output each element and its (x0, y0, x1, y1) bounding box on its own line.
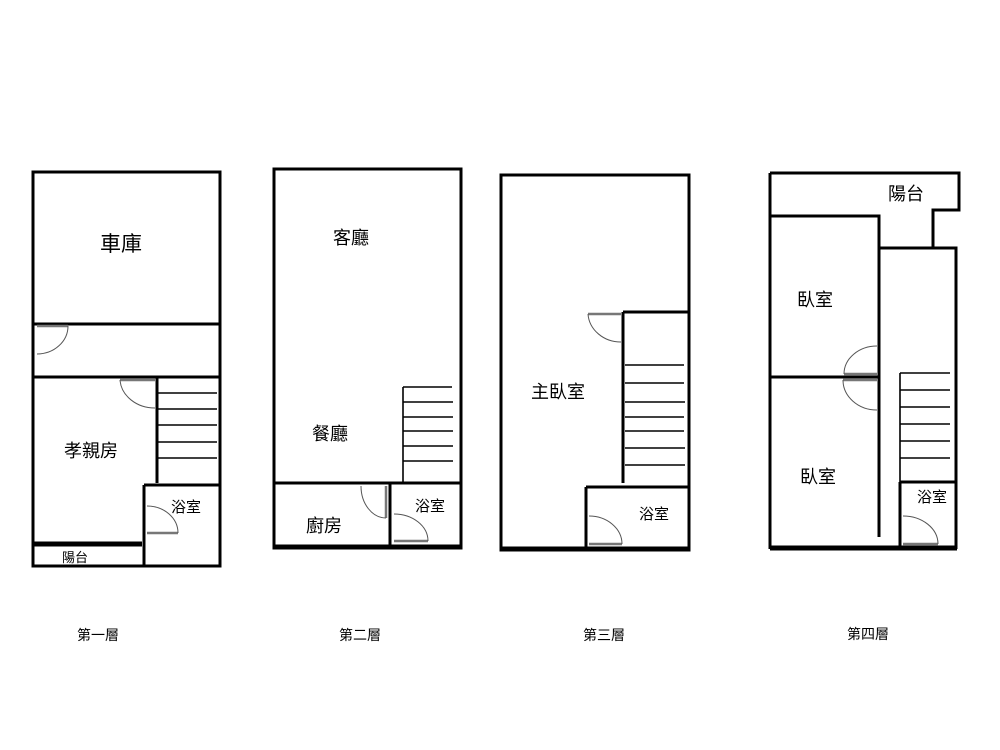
floor-label: 第四層 (847, 626, 889, 643)
room-label-bath: 浴室 (171, 498, 201, 516)
floor-2-plan: 客廳 餐廳 廚房 浴室 第二層 (272, 167, 463, 644)
floor-1-plan: 車庫 孝親房 浴室 陽台 第一層 (31, 170, 222, 644)
room-label-garage: 車庫 (100, 232, 142, 256)
door-icon (393, 513, 429, 543)
stairs (403, 386, 453, 462)
floor-4-plan: 陽台 臥室 臥室 浴室 第四層 (768, 171, 961, 643)
room-label-bedroom-2: 臥室 (800, 467, 836, 488)
floor-label: 第一層 (77, 627, 119, 644)
room-label-elder-room: 孝親房 (64, 441, 118, 462)
room-label-bath: 浴室 (917, 488, 947, 506)
room-label-bath: 浴室 (415, 497, 445, 515)
door-icon (843, 345, 878, 376)
door-icon (587, 312, 622, 343)
stairs (625, 364, 685, 466)
door-icon (842, 378, 878, 411)
room-label-living: 客廳 (333, 228, 369, 249)
stairs (899, 372, 950, 482)
door-icon (146, 505, 179, 535)
door-icon (902, 515, 939, 546)
floor-3-plan: 主臥室 浴室 第三層 (499, 173, 691, 644)
room-label-master: 主臥室 (531, 382, 585, 403)
floor-label: 第三層 (583, 627, 625, 644)
room-label-dining: 餐廳 (312, 424, 348, 445)
door-icon (360, 485, 388, 519)
room-label-bath: 浴室 (639, 505, 669, 523)
room-label-balcony: 陽台 (888, 184, 924, 205)
room-label-bedroom-1: 臥室 (797, 290, 833, 311)
door-icon (588, 515, 623, 546)
door-icon (119, 378, 156, 409)
stairs (158, 392, 217, 459)
floor-label: 第二層 (339, 627, 381, 644)
room-label-balcony: 陽台 (62, 551, 88, 566)
door-icon (36, 324, 69, 355)
room-label-kitchen: 廚房 (306, 515, 342, 537)
